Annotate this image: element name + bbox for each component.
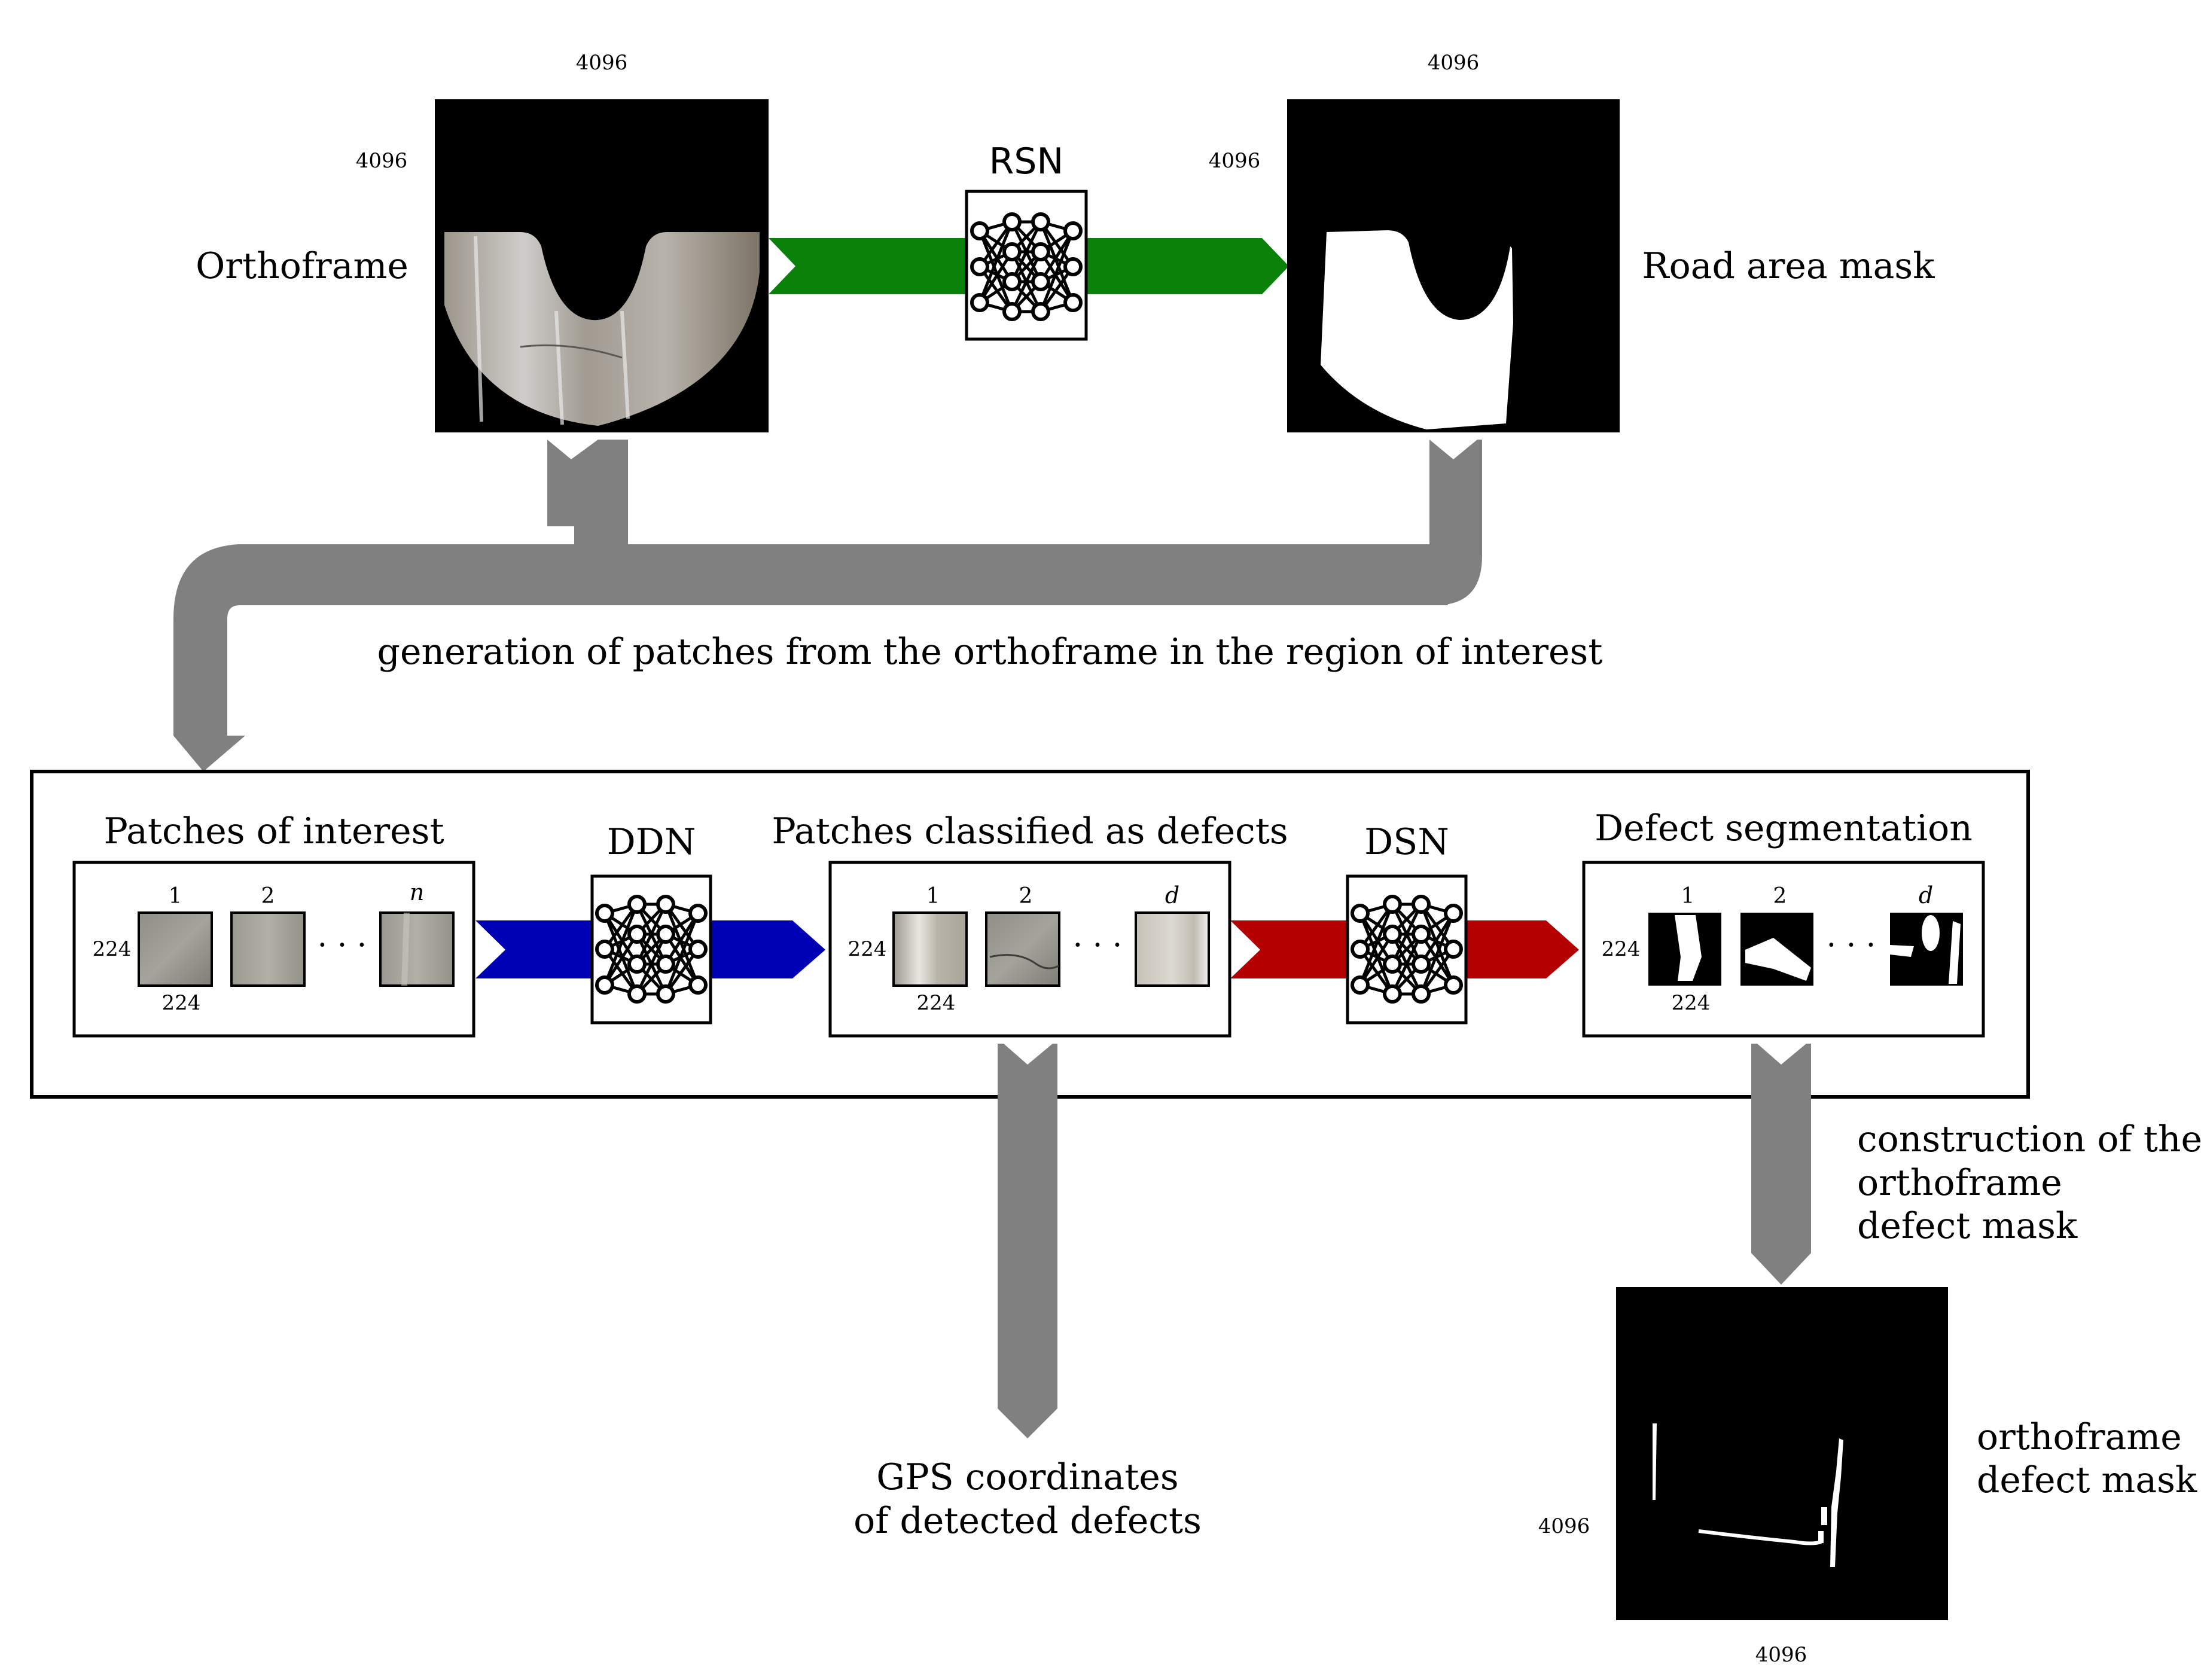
defect-mask-label-line2: defect mask: [1977, 1459, 2197, 1501]
seg-height-label: 224: [1602, 937, 1641, 961]
defect-patch-d: [1135, 911, 1210, 987]
patch-index-2: 2: [261, 884, 275, 908]
road-area-mask-image: [1287, 99, 1620, 432]
defect-mask-width-label: 4096: [1755, 1643, 1807, 1667]
patches-classified-title: Patches classified as defects: [772, 810, 1288, 852]
defect-patch-1: [892, 911, 968, 987]
defect-patch-width-label: 224: [917, 991, 956, 1015]
patch-1: [138, 911, 213, 987]
dsn-label: DSN: [1364, 821, 1449, 863]
defect-patch-ellipsis: · · ·: [1073, 928, 1123, 964]
patches-of-interest-title: Patches of interest: [103, 810, 444, 852]
ddn-label: DDN: [607, 821, 696, 863]
patch-generation-label: generation of patches from the orthofram…: [377, 631, 1603, 673]
orthoframe-height-label: 4096: [356, 149, 408, 173]
patches-classified-box: [828, 861, 1231, 1038]
seg-index-1: 1: [1681, 884, 1695, 908]
defect-patch-index-2: 2: [1019, 884, 1033, 908]
orthoframe-image: [435, 99, 769, 432]
defect-patch-2: [985, 911, 1060, 987]
gps-label-line1: GPS coordinates: [876, 1456, 1178, 1498]
gps-output-arrow: [998, 1044, 1057, 1438]
patch-index-1: 1: [169, 884, 182, 908]
road-mask-label: Road area mask: [1642, 245, 1935, 287]
seg-index-2: 2: [1773, 884, 1787, 908]
construction-label-line1: construction of the: [1857, 1118, 2202, 1160]
seg-width-label: 224: [1672, 991, 1711, 1015]
defect-segmentation-box: [1582, 861, 1985, 1038]
ddn-network-icon: [590, 874, 712, 1025]
orthoframe-width-label: 4096: [576, 51, 628, 75]
road-mask-width-label: 4096: [1428, 51, 1480, 75]
orthoframe-label: Orthoframe: [196, 245, 409, 287]
seg-ellipsis: · · ·: [1827, 928, 1876, 964]
rsn-network-icon: [965, 190, 1088, 341]
construction-label-line2: orthoframe: [1857, 1162, 2062, 1204]
patch-height-label: 224: [93, 937, 132, 961]
defect-mask-label-line1: orthoframe: [1977, 1416, 2182, 1458]
road-mask-height-label: 4096: [1209, 149, 1261, 173]
orthoframe-defect-mask-image: [1616, 1287, 1948, 1620]
gps-label-line2: of detected defects: [853, 1500, 1202, 1542]
patch-width-label: 224: [162, 991, 201, 1015]
seg-index-d: d: [1919, 882, 1933, 908]
defect-patch-height-label: 224: [848, 937, 887, 961]
defect-segmentation-title: Defect segmentation: [1595, 807, 1973, 849]
patch-generation-flow-arrow: [173, 440, 1482, 772]
patch-2: [230, 911, 306, 987]
patch-n: [379, 911, 455, 987]
defect-mask-output-arrow: [1751, 1044, 1811, 1285]
defect-patch-index-1: 1: [926, 884, 940, 908]
patch-index-n: n: [410, 879, 424, 905]
defect-patch-index-d: d: [1165, 882, 1179, 908]
patch-ellipsis: · · ·: [318, 928, 367, 964]
patches-of-interest-box: [72, 861, 475, 1038]
dsn-network-icon: [1346, 874, 1468, 1025]
defect-mask-height-label: 4096: [1538, 1514, 1590, 1538]
rsn-label: RSN: [989, 141, 1064, 182]
construction-label-line3: defect mask: [1857, 1205, 2078, 1247]
